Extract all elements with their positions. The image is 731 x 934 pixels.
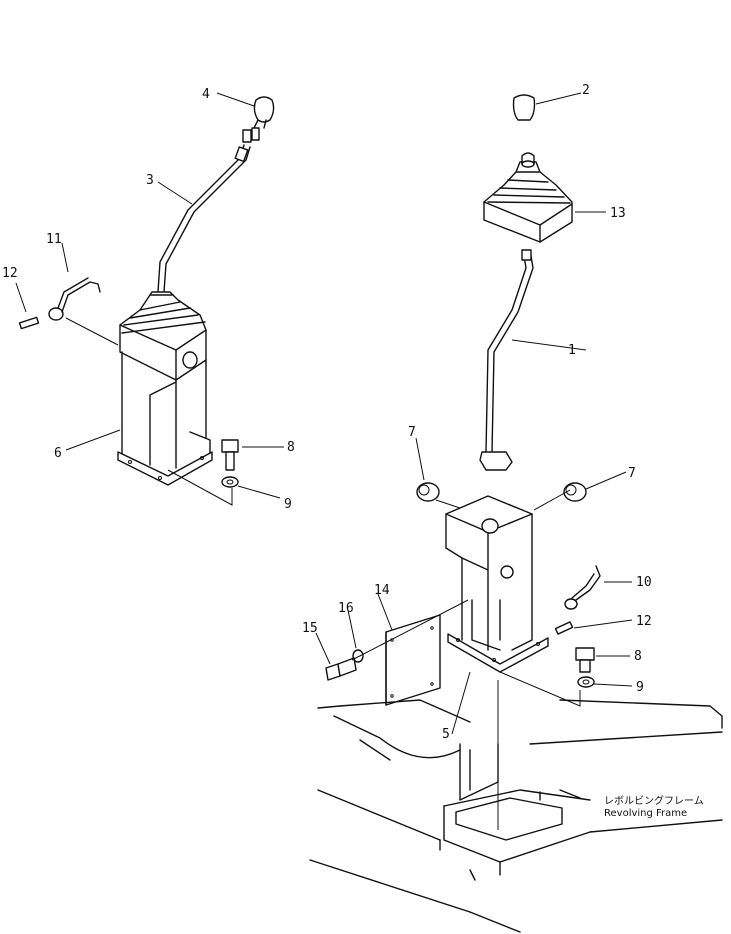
callout-8-right: 8 — [634, 649, 642, 664]
callout-7-left: 7 — [408, 425, 416, 440]
pin-right — [554, 621, 574, 635]
callout-6: 6 — [54, 446, 62, 461]
washer-left — [221, 476, 239, 488]
callout-4: 4 — [202, 87, 210, 102]
callout-8-left: 8 — [287, 440, 295, 455]
lever-left — [157, 144, 251, 293]
callout-5: 5 — [442, 727, 450, 742]
callout-9-left: 9 — [284, 497, 292, 512]
frame-note: レボルビングフレーム Revolving Frame — [604, 794, 704, 819]
boot-right — [483, 152, 573, 243]
callout-labels: 1 2 3 4 5 6 7 7 8 8 9 9 10 11 12 12 13 1… — [2, 83, 652, 742]
callout-1: 1 — [568, 343, 576, 358]
pin-left — [18, 316, 40, 330]
knob-left — [242, 96, 275, 143]
revolving-frame — [309, 699, 723, 933]
washer-right — [577, 676, 595, 688]
lever-right — [479, 249, 534, 471]
left-control-stand-assembly — [18, 96, 275, 506]
callout-2: 2 — [582, 83, 590, 98]
bolt-cover — [325, 657, 357, 681]
callout-10: 10 — [636, 575, 652, 590]
grommet-left — [416, 482, 440, 502]
grommet-right — [563, 482, 587, 502]
callout-3: 3 — [146, 173, 154, 188]
bolt-right — [575, 647, 595, 673]
callout-16: 16 — [338, 601, 354, 616]
callout-11: 11 — [46, 232, 62, 247]
right-control-stand-assembly — [325, 94, 601, 830]
pedestal-right — [445, 495, 549, 673]
washer-small — [352, 649, 364, 663]
pedestal-left — [117, 351, 213, 486]
callout-12-left: 12 — [2, 266, 18, 281]
frame-note-english: Revolving Frame — [604, 808, 687, 819]
callout-15: 15 — [302, 621, 318, 636]
boot-left — [119, 291, 207, 381]
callout-12-right: 12 — [636, 614, 652, 629]
callout-14: 14 — [374, 583, 390, 598]
callout-9-right: 9 — [636, 680, 644, 695]
clip-left — [48, 277, 101, 321]
clip-right — [564, 565, 601, 610]
callout-7-right: 7 — [628, 466, 636, 481]
leader-lines — [15, 92, 633, 735]
callout-13: 13 — [610, 206, 626, 221]
frame-note-japanese: レボルビングフレーム — [604, 794, 704, 807]
knob-right — [512, 94, 536, 121]
bolt-left — [221, 439, 239, 471]
